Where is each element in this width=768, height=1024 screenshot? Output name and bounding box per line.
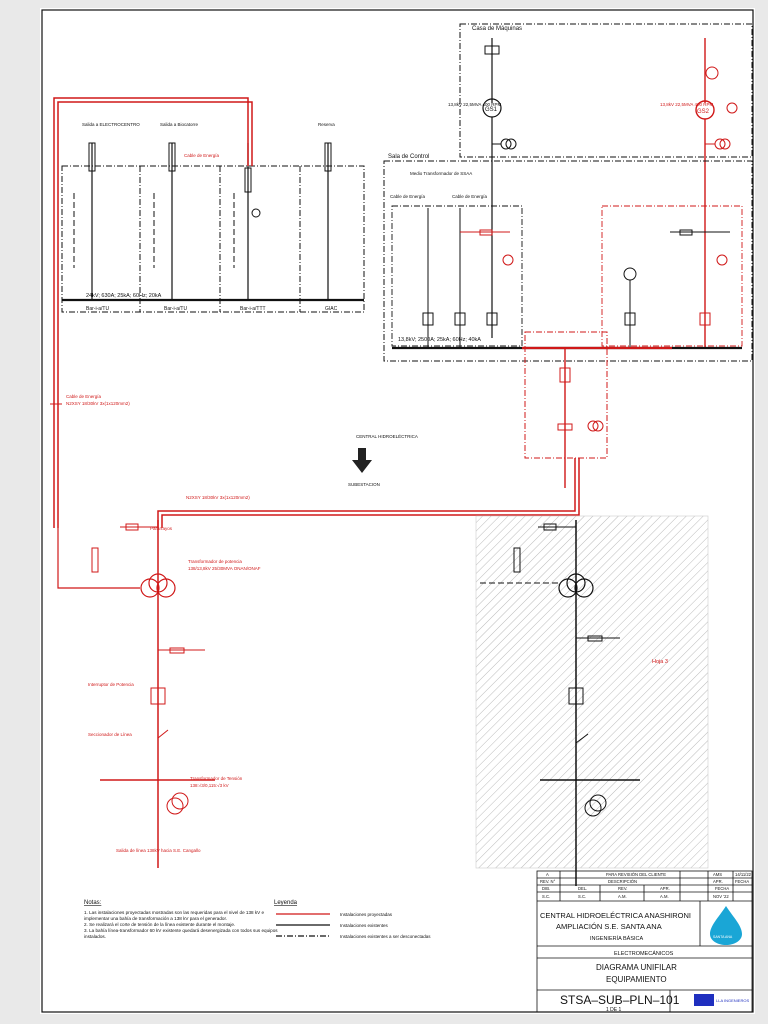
vt-label: Transformador de Tensión (190, 776, 243, 781)
down-arrow-icon (352, 448, 372, 473)
rev-value: A.M. (618, 894, 627, 899)
hatched-area (475, 515, 709, 869)
pararrayos-label: Pararrayos (150, 526, 173, 531)
rev-label: REV. (618, 886, 627, 891)
cable-3-label: Cable de Energía (390, 194, 426, 199)
fecha-label: FECHA (715, 886, 729, 891)
cable-2-spec: N2XSY 18/30kV 3x(1x120mm2) (66, 401, 130, 406)
sheet-border (41, 9, 754, 1013)
cable-1-label: Cable de Energía (184, 153, 220, 158)
tsa-label: Medio Transformador de SSAA (410, 171, 472, 176)
legend-item-2: Instalaciones existentes (340, 923, 389, 928)
note-2: 2. Se realizará el corte de tensión de l… (84, 922, 236, 927)
red-transformer-cell (524, 331, 608, 488)
cable-2-label: Cable de Energía (66, 394, 102, 399)
company-name: LLA INGENIEROS (716, 998, 749, 1003)
discipline: ELECTROMECÁNICOS (614, 950, 674, 957)
legend-item-3: Instalaciones existentes a ser desconect… (340, 934, 431, 939)
gs2-spec: 13,8kV 22,5MVA 400 RPM (660, 102, 713, 107)
drawing-code: STSA–SUB–PLN–101 (560, 993, 680, 1007)
feeder-3-label: Reserva (318, 122, 335, 127)
del-value: S.C. (578, 894, 586, 899)
casa-maquinas-title: Casa de Máquinas (472, 26, 522, 32)
cell-2-label: Bar-i-a/TU (164, 306, 187, 312)
apr-value: A.M. (660, 894, 669, 899)
header-rev: REV. N° (540, 879, 556, 884)
cable-1-spec: N2XSY 18/30kV 3x(1x120mm2) (186, 495, 250, 500)
rev-desc: PARA REVISIÓN DEL CLIENTE (606, 872, 666, 877)
sala-control-block: Sala de Control Medio Transformador de S… (383, 154, 753, 362)
substation-projected: Transformador de potencia 138/13,8kV 25/… (57, 520, 261, 868)
del-label: DEL. (578, 886, 587, 891)
red-cable-substation: N2XSY 18/30kV 3x(1x120mm2) (157, 458, 580, 528)
rev-by: AMS (713, 872, 722, 877)
cell-3-label: Bar-i-a/TTT (240, 306, 266, 312)
rev-a: A (546, 872, 549, 877)
company-logo-icon (694, 994, 714, 1006)
santa-ana-logo: SANTA ANA (710, 906, 742, 945)
fecha-value: NOV '22 (713, 894, 729, 899)
cable-4-label: Cable de Energía (452, 194, 488, 199)
casa-maquinas-block: Casa de Máquinas GS1 13,8kV 22,5MVA 400 … (448, 23, 753, 348)
substation-existing: Hoja 3 (475, 515, 709, 886)
logo-text: SANTA ANA (713, 935, 733, 939)
breaker-icon (150, 687, 166, 705)
mv-bus-label: 13,8kV; 2500A; 25kA; 60Hz; 40kA (398, 337, 481, 343)
legend-item-1: Instalaciones proyectadas (340, 912, 393, 917)
drawing-sheet: Casa de Máquinas GS1 13,8kV 22,5MVA 400 … (40, 8, 755, 1014)
feeder-1-label: Salida a ELECTROCENTRO (82, 122, 140, 127)
gs1-spec: 13,8kV 22,5MVA 400 RPM (448, 102, 501, 107)
note-1: 1. Las instalaciones proyectadas mostrad… (84, 910, 265, 921)
line-exit-label: Salida de línea 138kV hacia S.E. Cangall… (116, 848, 201, 853)
apr-label: APR. (660, 886, 670, 891)
rev-date: 14/11/22 (735, 872, 752, 877)
note-3: 3. La bahía línea-transformador 60 kV ex… (84, 928, 278, 939)
feeder-2-label: Salida a Biocatorre (160, 122, 199, 127)
red-cable-left: Cable de Energía N2XSY 18/30kV 3x(1x120m… (50, 97, 253, 528)
sheet-number: 1 DE 1 (606, 1007, 622, 1013)
dib-value: S.C. (542, 894, 550, 899)
project-subtitle: AMPLIACIÓN S.E. SANTA ANA (556, 922, 662, 931)
dib-label: DIB. (542, 886, 550, 891)
notes-title: Notas: (84, 900, 102, 906)
header-apr: APR. (713, 879, 723, 884)
header-desc: DESCRIPCIÓN (608, 879, 637, 884)
central-subestacion-marker: CENTRAL HIDROELÉCTRICA SUBESTACION (348, 433, 418, 487)
header-fecha: FECHA (735, 879, 749, 884)
title-block: A PARA REVISIÓN DEL CLIENTE AMS 14/11/22… (536, 870, 753, 1013)
legend-title: Leyenda (274, 900, 298, 906)
drawing-title-1: DIAGRAMA UNIFILAR (596, 963, 677, 972)
cell-4-label: GIAC (325, 306, 338, 312)
switchgear-block: Salida a ELECTROCENTRO Salida a Biocator… (61, 122, 365, 313)
lv-bus-label: 24kV; 630A; 25kA; 60Hz; 20kA (86, 293, 162, 299)
legend-block: Leyenda Instalaciones proyectadas Instal… (274, 900, 431, 939)
power-transformer-label: Transformador de potencia (188, 559, 242, 564)
vt-spec: 138:√3/0,115:√3 kV (190, 783, 229, 788)
engineering-stage: INGENIERÍA BÁSICA (590, 935, 644, 942)
single-line-diagram: Casa de Máquinas GS1 13,8kV 22,5MVA 400 … (41, 9, 754, 1013)
notes-block: Notas: 1. Las instalaciones proyectadas … (84, 900, 278, 939)
drawing-title-2: EQUIPAMIENTO (606, 975, 667, 984)
sala-control-title: Sala de Control (388, 154, 429, 160)
subestacion-label: SUBESTACION (348, 482, 380, 487)
gs1-label: GS1 (485, 107, 498, 113)
breaker-label: Interruptor de Potencia (88, 682, 134, 687)
disconnector-label: Seccionador de Línea (88, 732, 132, 737)
voltage-transformer-icon (171, 792, 189, 810)
hoja-label: Hoja 3 (652, 659, 668, 665)
central-label: CENTRAL HIDROELÉCTRICA (356, 433, 418, 439)
power-transformer-spec: 138/13,8kV 25/30MVA ONAN/ONAF (188, 566, 261, 571)
project-name: CENTRAL HIDROELÉCTRICA ANASHIRONI (540, 911, 691, 920)
gs2-label: GS2 (697, 109, 710, 115)
cell-1-label: Bar-i-a/TU (86, 306, 109, 312)
